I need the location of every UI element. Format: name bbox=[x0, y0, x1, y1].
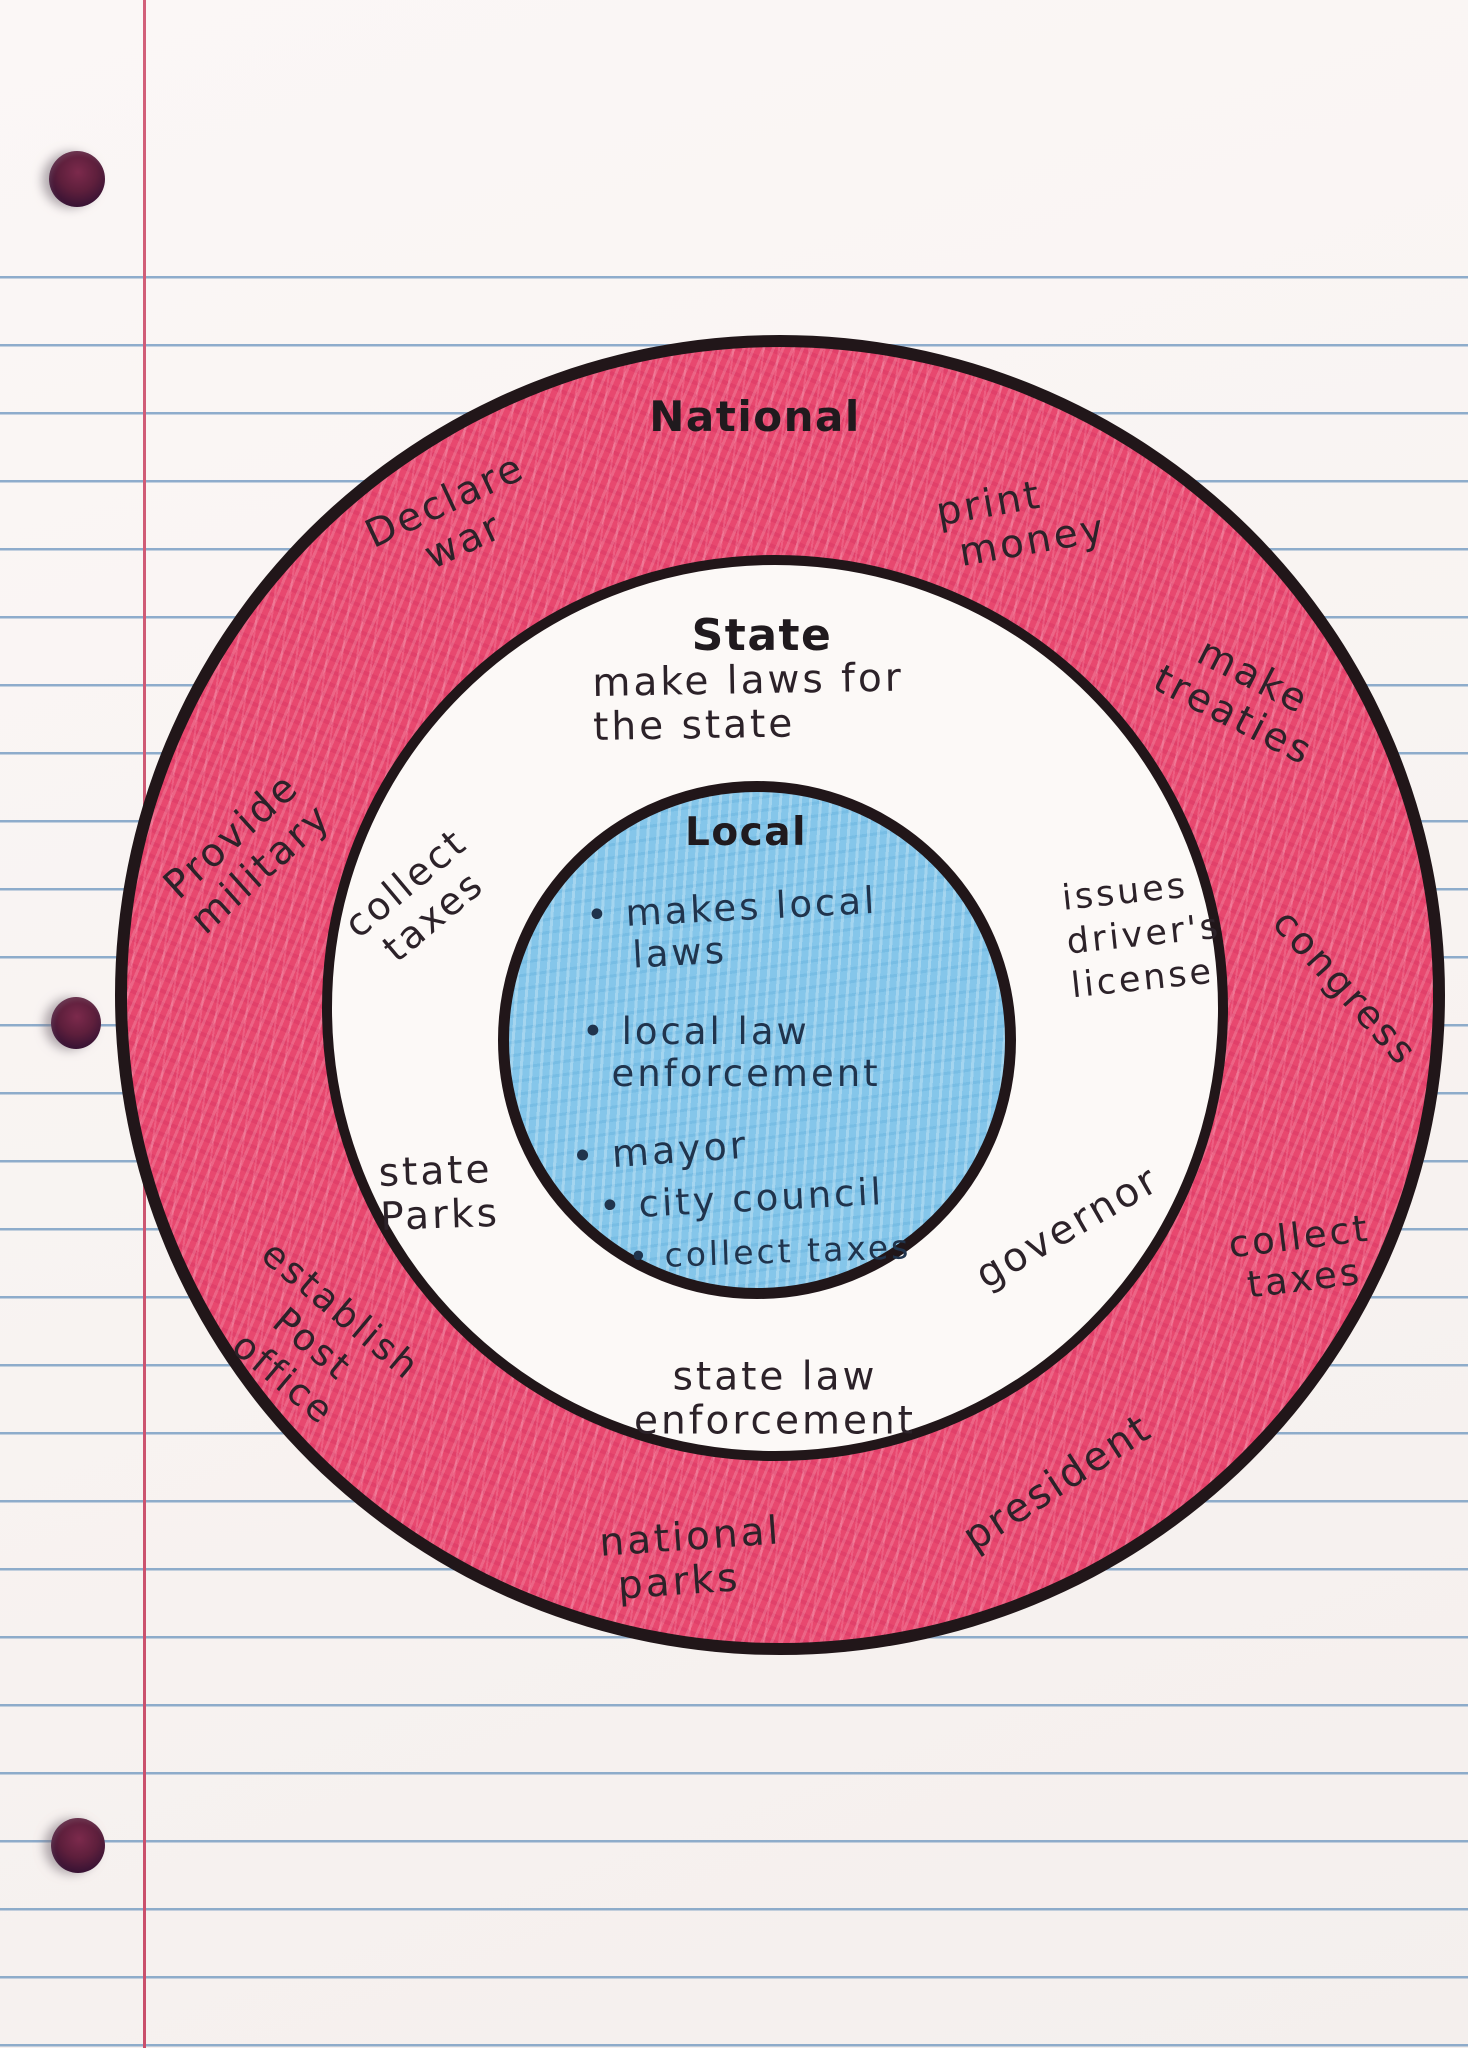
state-item-state-law-enforcement: state law enforcement bbox=[634, 1354, 916, 1444]
national-item-national-parks: national parks bbox=[597, 1508, 783, 1611]
local-circle-title: Local bbox=[685, 809, 807, 855]
local-item-local-law-enforcement: • local law enforcement bbox=[582, 1010, 881, 1096]
state-ring-title: State bbox=[691, 609, 833, 661]
local-circle bbox=[498, 781, 1016, 1299]
state-item-make-laws: make laws for the state bbox=[591, 655, 905, 751]
state-item-state-parks: state Parks bbox=[377, 1147, 501, 1241]
local-item-makes-local-laws: • makes local laws bbox=[584, 878, 879, 980]
hole-punch-top-icon bbox=[49, 151, 105, 207]
state-item-issues-drivers-license: issues driver's license bbox=[1060, 865, 1223, 1006]
hole-punch-middle-icon bbox=[51, 997, 101, 1049]
hole-punch-bottom-icon bbox=[51, 1818, 105, 1873]
national-ring-title: National bbox=[649, 392, 861, 442]
national-item-collect-taxes: collect taxes bbox=[1226, 1206, 1373, 1307]
